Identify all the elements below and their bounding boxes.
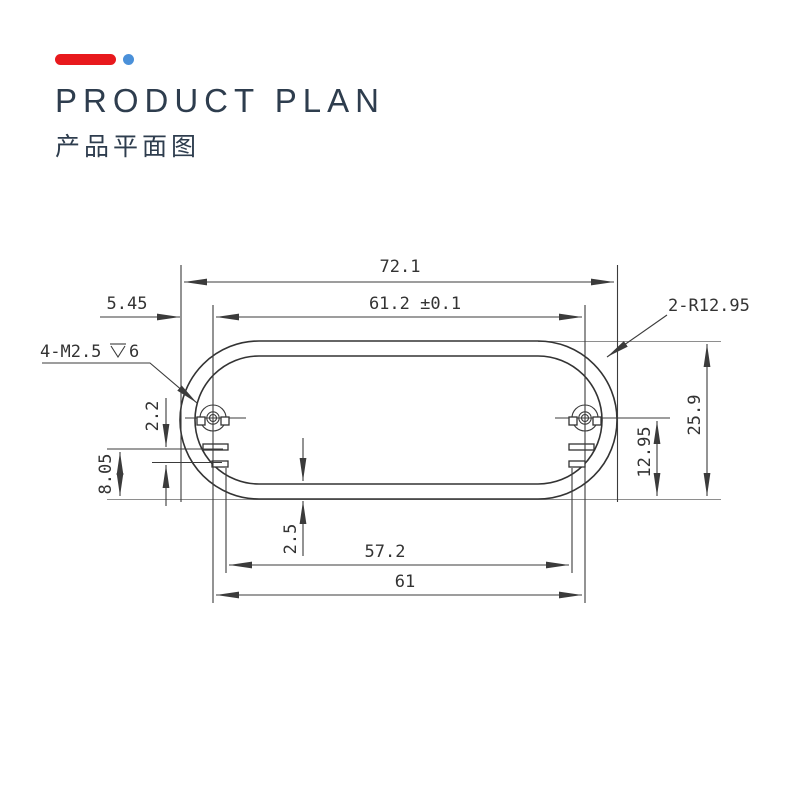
dim-thread-callout: 4-M2.5 [40, 342, 101, 362]
header: PRODUCT PLAN 产品平面图 [55, 53, 385, 163]
dim-rib-gap: 2.2 [143, 401, 163, 432]
dim-bottom-to-rib: 8.05 [96, 454, 116, 495]
accent-row [55, 53, 385, 66]
mounting-ribs [202, 443, 595, 468]
thread-callout-leader [42, 362, 198, 404]
dimension-lines [100, 278, 711, 599]
depth-symbol-icon [110, 343, 126, 359]
dim-overall-height: 25.9 [685, 395, 705, 436]
dim-overall-width: 72.1 [380, 257, 421, 277]
outer-profile [179, 340, 618, 500]
page-title: PRODUCT PLAN [55, 82, 385, 119]
dim-rib-span: 57.2 [365, 542, 406, 562]
dim-hole-spacing: 61 [395, 572, 415, 592]
screw-boss-right [568, 404, 602, 432]
dim-wall-thickness: 2.5 [281, 524, 301, 555]
dim-corner-radius: 2-R12.95 [668, 296, 750, 316]
dim-inner-width: 61.2 ±0.1 [369, 294, 461, 314]
radius-callout-leader [606, 314, 668, 358]
inner-profile [194, 355, 603, 485]
dim-edge-to-hole: 5.45 [107, 294, 148, 314]
screw-boss-left [196, 404, 230, 432]
accent-dot-icon [123, 54, 134, 65]
dim-hole-center-height: 12.95 [635, 426, 655, 477]
accent-bar [55, 54, 116, 65]
page-subtitle: 产品平面图 [55, 132, 201, 161]
dim-thread-depth: 6 [129, 342, 139, 362]
